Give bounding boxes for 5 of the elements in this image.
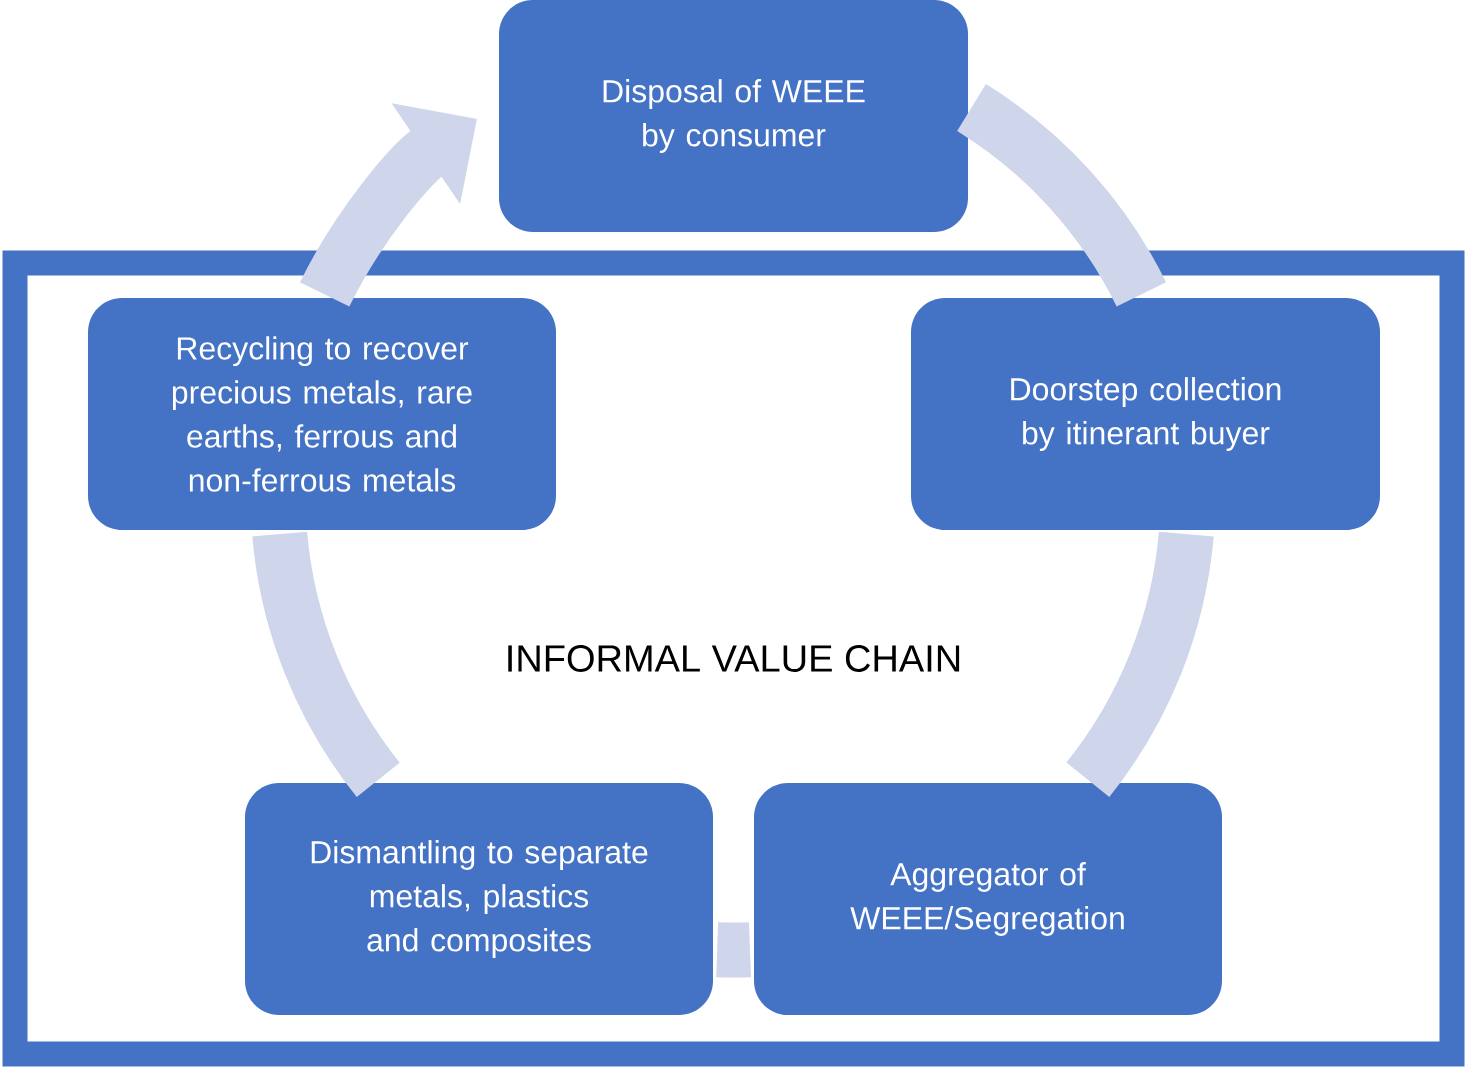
process-box: Recycling to recover precious metals, rare earths, ferrous and non-ferrous metals [88, 298, 556, 530]
process-box: Doorstep collection by itinerant buyer [911, 298, 1380, 530]
process-box: Aggregator of WEEE/Segregation [754, 783, 1222, 1015]
process-box: Dismantling to separate metals, plastics and composites [245, 783, 713, 1015]
process-box: Disposal of WEEE by consumer [499, 0, 968, 232]
